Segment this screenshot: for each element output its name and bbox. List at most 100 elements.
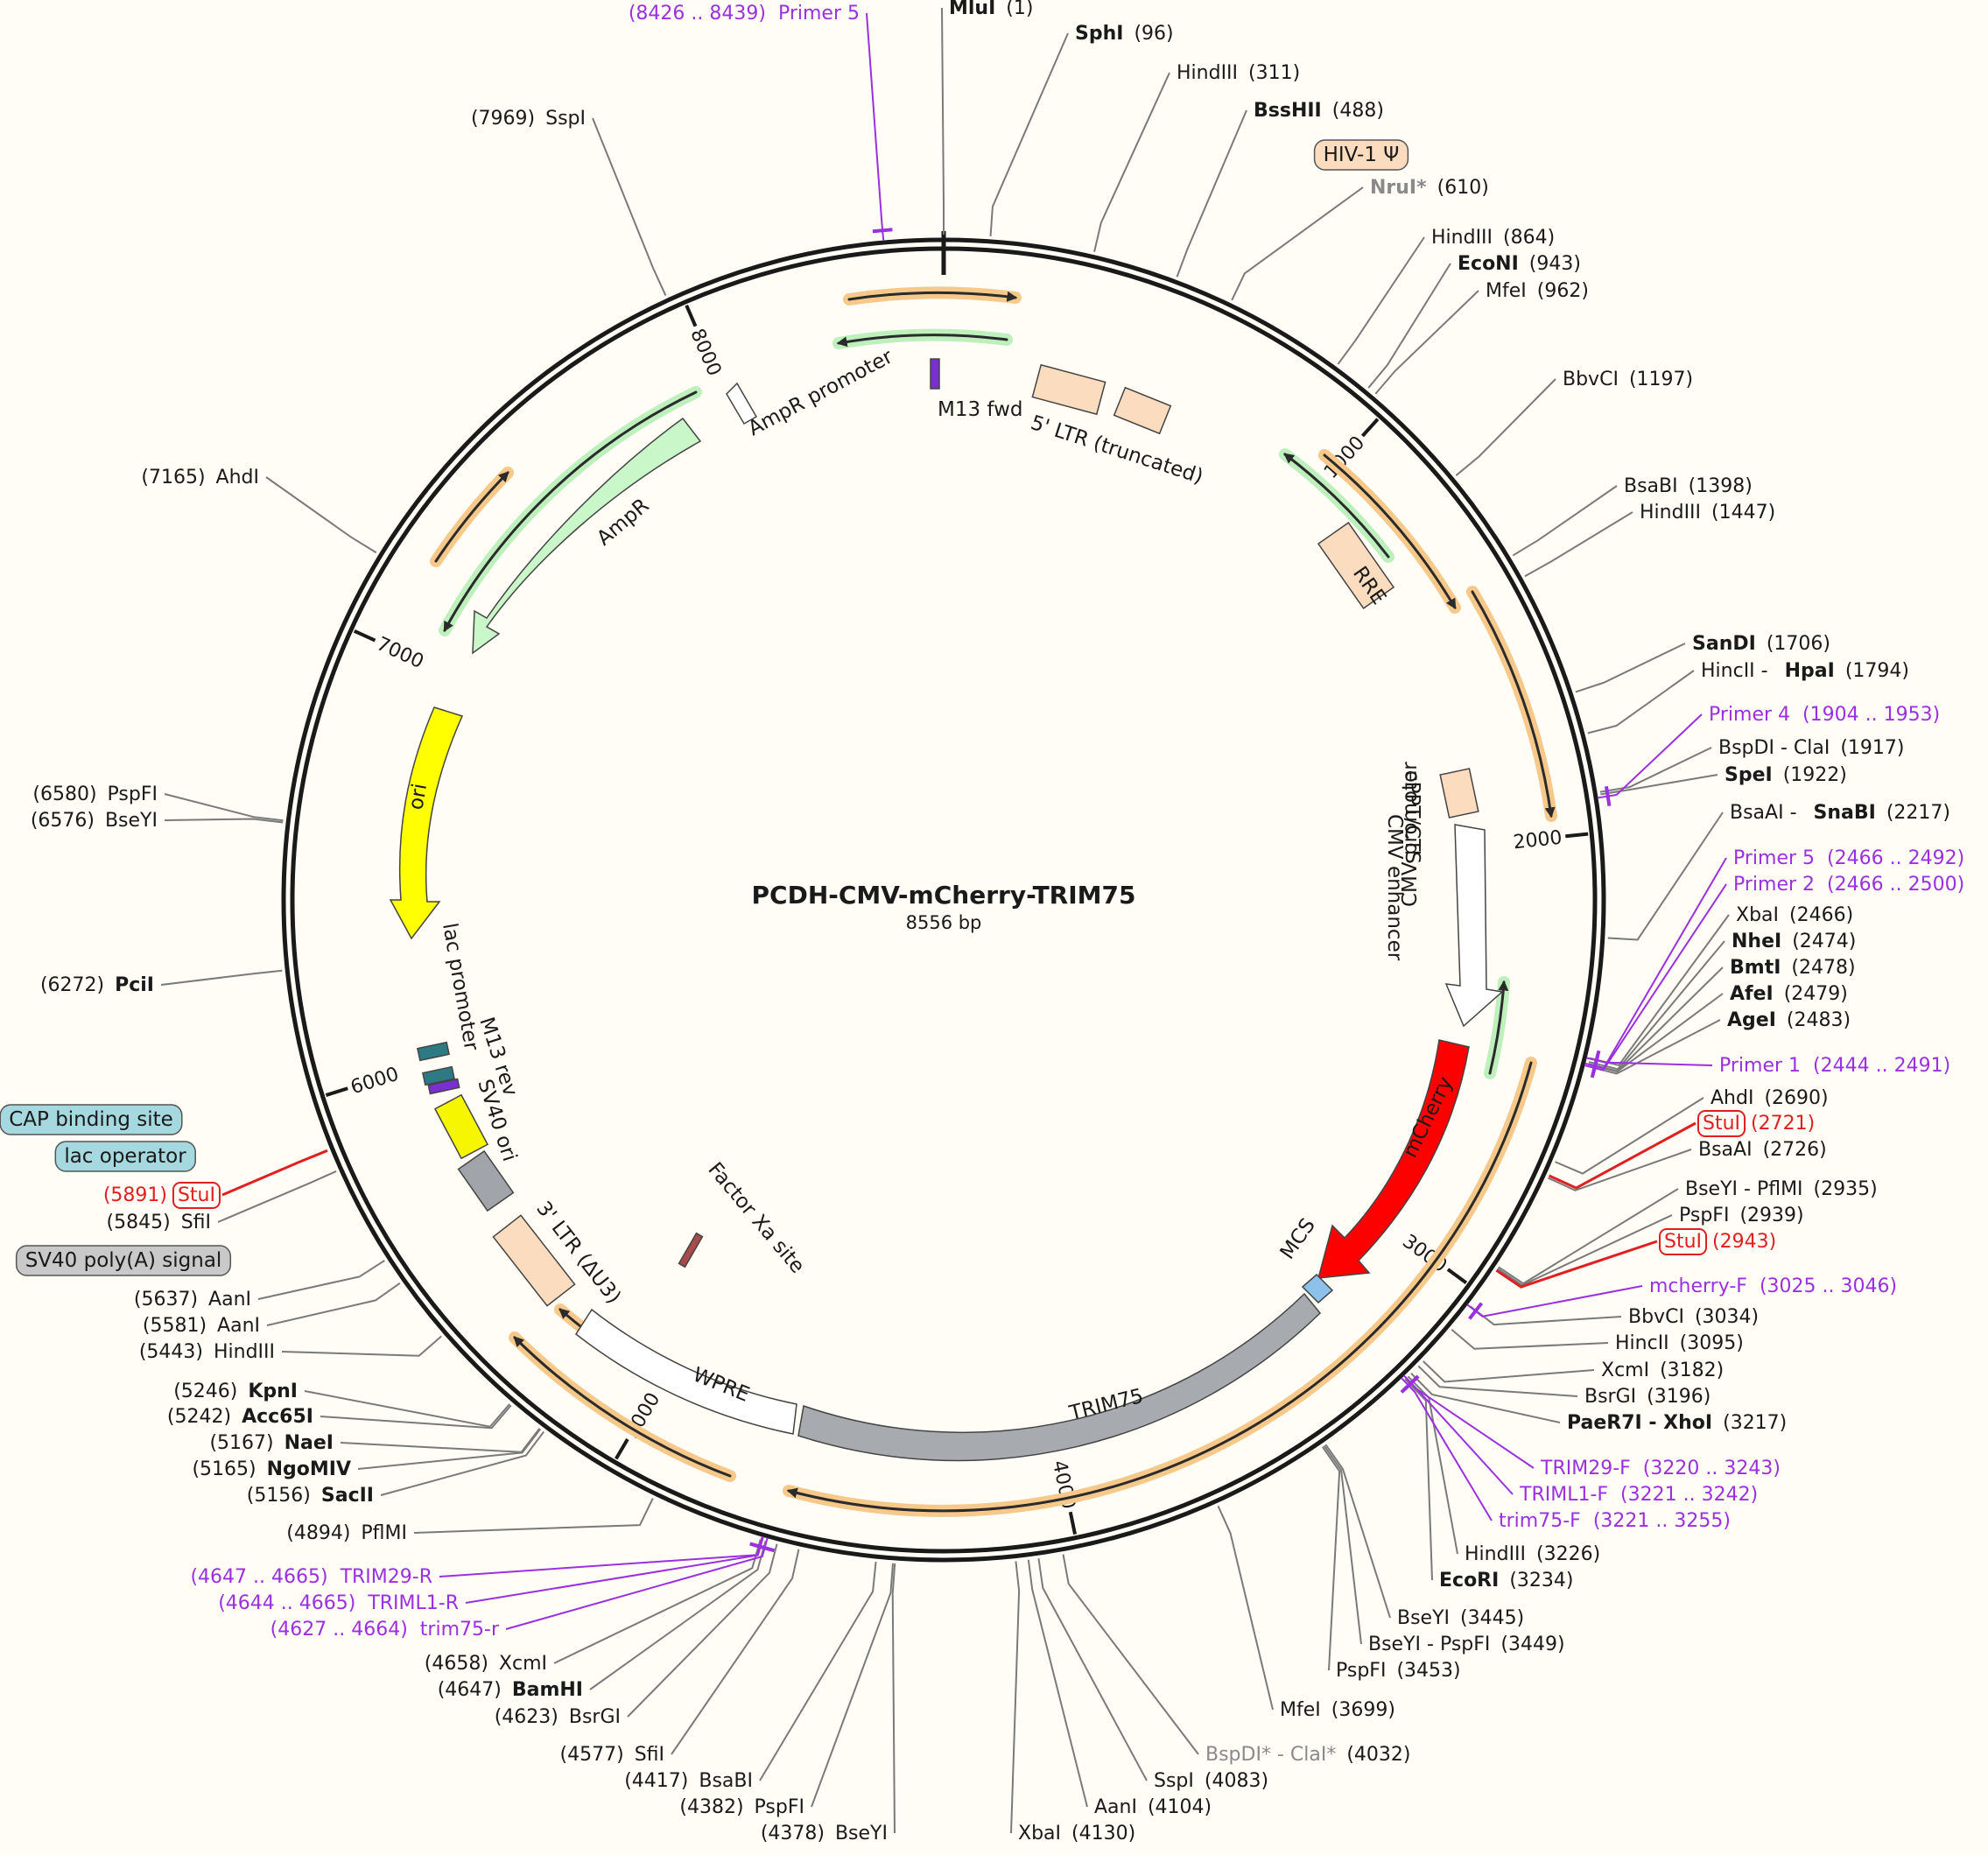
site-name: BsaBI bbox=[699, 1770, 753, 1792]
site-pos: (5156) bbox=[247, 1485, 311, 1507]
m13-rev-box bbox=[427, 1078, 460, 1095]
site-pos: (3226) bbox=[1536, 1543, 1600, 1565]
site-name: PciI bbox=[115, 974, 154, 996]
site-label: HindIII(3226) bbox=[1465, 1543, 1600, 1565]
site-name: BseYI bbox=[105, 810, 158, 832]
site-leader bbox=[1575, 643, 1686, 693]
site-name: EcoRI bbox=[1439, 1570, 1499, 1592]
primer-mark bbox=[1605, 786, 1612, 806]
site-name: BseYI bbox=[835, 1823, 888, 1844]
site-leader bbox=[164, 793, 284, 822]
feature-label: CMV enhancer bbox=[1383, 814, 1406, 961]
site-name: AanI bbox=[208, 1289, 251, 1310]
site-label: StuI(2943) bbox=[1664, 1231, 1776, 1253]
site-leader bbox=[320, 1404, 512, 1430]
site-pos: (4658) bbox=[425, 1653, 488, 1675]
site-pos: (1917) bbox=[1840, 737, 1904, 759]
site-label: (4623)BsrGI bbox=[495, 1706, 621, 1728]
site-name: MfeI bbox=[1280, 1699, 1321, 1721]
site-leader bbox=[380, 1430, 545, 1496]
site-pos: (7165) bbox=[141, 467, 205, 488]
site-leader bbox=[1548, 1149, 1692, 1191]
primer-range: (2466 .. 2500) bbox=[1827, 874, 1964, 896]
primer-label: (4644 .. 4665)TRIML1-R bbox=[218, 1592, 459, 1614]
site-label: BmtI(2478) bbox=[1730, 957, 1856, 979]
primer-range: (1904 .. 1953) bbox=[1802, 704, 1940, 726]
tick-label: 7000 bbox=[373, 633, 426, 673]
primer-label: Primer 2(2466 .. 2500) bbox=[1733, 874, 1964, 896]
site-label: (5246)KpnI bbox=[173, 1381, 298, 1402]
site-label: (4658)XcmI bbox=[425, 1653, 547, 1675]
site-name: KpnI bbox=[248, 1381, 298, 1402]
primer-label: TRIML1-F(3221 .. 3242) bbox=[1519, 1484, 1758, 1506]
site-label: (4382)PspFI bbox=[679, 1796, 804, 1818]
primer-leader bbox=[1466, 1285, 1643, 1317]
site-label: EcoRI(3234) bbox=[1439, 1570, 1573, 1592]
primer-leader bbox=[1585, 1057, 1713, 1066]
feature-label: lac operator bbox=[64, 1145, 186, 1168]
site-pos: (2726) bbox=[1763, 1139, 1827, 1161]
ori-arrow bbox=[389, 706, 464, 940]
feature-label: Factor Xa site bbox=[703, 1158, 808, 1278]
site-leader bbox=[1062, 1554, 1199, 1755]
site-name: BsaAI - bbox=[1730, 802, 1803, 824]
feature-pill bbox=[15, 1245, 232, 1276]
site-name: BsrGI bbox=[1584, 1386, 1636, 1408]
orf-arc-top-line bbox=[847, 291, 1018, 302]
site-label: (4417)BsaBI bbox=[624, 1770, 753, 1792]
site-pos: (4647) bbox=[438, 1679, 502, 1701]
primer-range: (3220 .. 3243) bbox=[1643, 1458, 1781, 1479]
site-pos: (3182) bbox=[1660, 1360, 1724, 1381]
site-pos: (1794) bbox=[1845, 660, 1909, 682]
primer-range: (3221 .. 3255) bbox=[1593, 1510, 1731, 1532]
cppt-box bbox=[1439, 768, 1479, 819]
tick-mark bbox=[325, 1086, 348, 1097]
site-name: XcmI bbox=[1601, 1360, 1649, 1381]
primer-name: Primer 4 bbox=[1709, 704, 1790, 726]
site-label: (7165)AhdI bbox=[141, 467, 259, 488]
primer-label: Primer 1(2444 .. 2491) bbox=[1719, 1055, 1950, 1077]
site-name: BspDI - ClaI bbox=[1718, 737, 1830, 759]
site-label: HincII - HpaI(1794) bbox=[1701, 660, 1909, 682]
site-name: PspFI bbox=[755, 1796, 804, 1818]
site-leader bbox=[671, 1549, 800, 1755]
tick-mark bbox=[1068, 1511, 1077, 1535]
primer-label: TRIM29-F(3220 .. 3243) bbox=[1540, 1458, 1781, 1479]
site-name: PspFI bbox=[1679, 1205, 1729, 1226]
site-name: PspFI bbox=[1336, 1660, 1386, 1682]
site-label: SpeI(1922) bbox=[1725, 764, 1847, 786]
site-leader bbox=[627, 1543, 778, 1718]
site-leader bbox=[1410, 1373, 1561, 1423]
tick-mark bbox=[615, 1437, 629, 1460]
primer-name: trim75-r bbox=[420, 1619, 500, 1641]
site-leader bbox=[1324, 1444, 1391, 1619]
site-name: AanI bbox=[1094, 1796, 1137, 1818]
primer-name: Primer 5 bbox=[1733, 847, 1815, 869]
site-name: XbaI bbox=[1736, 904, 1779, 926]
site-label: XbaI(2466) bbox=[1736, 904, 1853, 926]
site-label: (7969)SspI bbox=[471, 108, 586, 130]
site-label: (5581)AanI bbox=[143, 1315, 260, 1337]
site-label: BseYI - PspFI(3449) bbox=[1368, 1634, 1565, 1655]
site-name: Acc65I bbox=[242, 1406, 313, 1428]
orf-arc-right-1-line bbox=[1323, 453, 1457, 610]
tick-label: 2000 bbox=[1512, 827, 1563, 854]
primer-name: Primer 5 bbox=[778, 3, 860, 25]
site-pos: (610) bbox=[1437, 177, 1489, 199]
site-leader bbox=[1451, 1329, 1609, 1350]
site-label: AfeI(2479) bbox=[1730, 983, 1848, 1005]
ampr-green-arc-line bbox=[443, 390, 698, 633]
site-leader bbox=[217, 1170, 337, 1223]
site-name: BamHI bbox=[512, 1679, 583, 1701]
primer-leader bbox=[1597, 713, 1703, 799]
sv40-ori-box bbox=[433, 1093, 489, 1160]
site-leader bbox=[1037, 1558, 1148, 1781]
orf-arc-left-line bbox=[434, 471, 509, 563]
primer-name: TRIM29-R bbox=[340, 1566, 432, 1588]
site-name: MluI bbox=[949, 0, 995, 19]
site-pos: (1197) bbox=[1629, 369, 1693, 390]
plasmid-size: 8556 bp bbox=[906, 912, 982, 933]
rre-box bbox=[1317, 522, 1395, 609]
site-label: BsrGI(3196) bbox=[1584, 1386, 1711, 1408]
site-leader bbox=[589, 1540, 767, 1690]
